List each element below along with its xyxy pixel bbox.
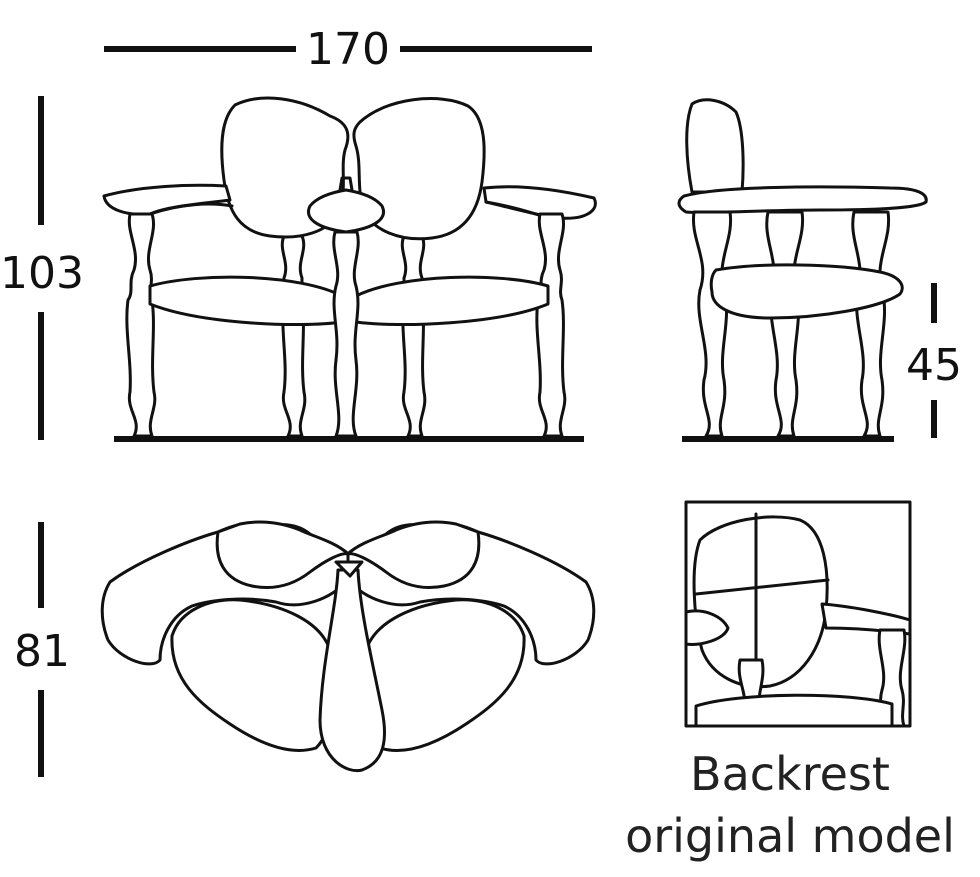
backrest-inset xyxy=(684,500,912,728)
top-right-back xyxy=(346,520,481,589)
depth-dimension: 81 xyxy=(14,522,70,777)
front-back-leg-left xyxy=(280,234,307,438)
top-center-post xyxy=(318,568,386,773)
side-seat xyxy=(709,263,904,320)
height-dimension: 103 xyxy=(0,96,84,440)
inset-caption: Backrest original model xyxy=(625,747,955,863)
central-post xyxy=(332,230,360,438)
front-leg-left xyxy=(125,212,157,438)
side-backrest xyxy=(685,98,745,194)
top-center-knob xyxy=(334,560,364,578)
inset-seat xyxy=(694,693,894,728)
top-view xyxy=(100,520,596,773)
side-middle-leg xyxy=(765,210,805,438)
inset-backrest-seam-horizontal xyxy=(694,578,830,596)
inset-armrest xyxy=(820,602,912,636)
width-dimension: 170 xyxy=(104,24,592,75)
seat-height-dimension: 45 xyxy=(906,283,962,438)
depth-label: 81 xyxy=(14,626,70,677)
width-label: 170 xyxy=(306,24,390,75)
top-left-back xyxy=(215,520,350,589)
armrest-left-inner xyxy=(148,202,234,216)
caption-line-1: Backrest xyxy=(690,747,890,801)
front-view xyxy=(102,96,597,442)
side-view xyxy=(677,98,928,442)
caption-line-2: original model xyxy=(625,809,955,863)
central-knob-top xyxy=(338,176,354,192)
front-leg-right xyxy=(535,212,567,438)
top-right-seat xyxy=(360,598,526,752)
side-front-leg xyxy=(851,210,891,438)
seat-height-label: 45 xyxy=(906,340,962,391)
backrest-cushion-right xyxy=(352,97,486,241)
central-knob xyxy=(307,188,385,234)
top-left-seat xyxy=(170,598,336,752)
inset-knob xyxy=(684,609,730,646)
height-label: 103 xyxy=(0,248,84,299)
seat-cushion-right xyxy=(354,275,550,327)
side-armrest xyxy=(677,185,928,215)
seat-cushion-left xyxy=(148,275,344,327)
side-back-leg xyxy=(691,210,733,438)
front-back-leg-right xyxy=(400,234,427,438)
